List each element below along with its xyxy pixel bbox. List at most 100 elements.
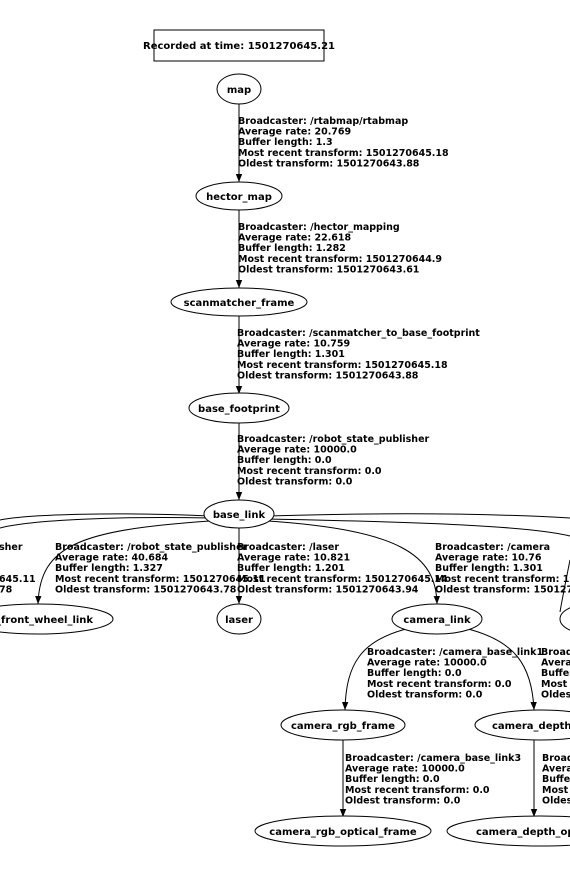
edge-label-line: Oldest transform: 1501270643.88: [238, 158, 420, 169]
node-camera-rgb-frame: camera_rgb_frame: [280, 709, 406, 741]
edge-label-line: Most recent transform: 1501270644.9: [238, 254, 442, 265]
edge-baselink-offscreen-left-1: [0, 513, 211, 521]
edge-label-line: Average rate: 20.769: [238, 127, 351, 138]
svg-text:laser: laser: [225, 615, 253, 626]
edge-label-line: Oldest: [541, 689, 570, 700]
node-hector-map: hector_map: [195, 181, 283, 211]
edge-label-line: Broadcaster: /camera_base_link1: [367, 647, 543, 658]
svg-text:camera_rgb_frame: camera_rgb_frame: [291, 721, 395, 732]
node-base-footprint: base_footprint: [188, 392, 290, 424]
edges: [0, 104, 570, 817]
edge-label-line: Oldest transform: 1501270643.61: [238, 264, 419, 275]
edge-baselink-camera: [267, 520, 441, 605]
edge-label-line: Average rate: 10.759: [237, 339, 350, 350]
edge-label-line: 645.11: [0, 574, 36, 585]
edge-label-line: Buffer length: 0.0: [237, 455, 332, 466]
edge-label-line: Most recent transform: 1501270645.11: [55, 574, 266, 585]
edge-label-line: Broadcaster: /laser: [237, 542, 339, 553]
svg-text:scanmatcher_frame: scanmatcher_frame: [184, 298, 295, 309]
edge-label-line: Buffer: [542, 774, 570, 785]
edge-label-line: Most recent transform: 0.0: [367, 679, 512, 690]
edge-label-line: Oldest transform: 1501270643.94: [237, 584, 419, 595]
edge-label-line: Broadcaster: /rtabmap/rtabmap: [238, 116, 408, 127]
edge-label-line: Most r: [542, 785, 570, 796]
edge-label-line: Most recent transform: 0.0: [345, 785, 490, 796]
edge-label-line: Broadcaster: /hector_mapping: [238, 222, 400, 233]
svg-text:base_link: base_link: [213, 510, 266, 521]
edge-label-line: Average rate: 10000.0: [345, 764, 465, 775]
edge-label-line: Broadc: [541, 647, 570, 658]
svg-text:map: map: [227, 85, 251, 96]
edge-label-line: Oldest: [542, 795, 570, 806]
edge-label-line: Average rate: 10000.0: [237, 445, 357, 456]
edge-label-line: Most r: [541, 679, 570, 690]
svg-text:ft_front_wheel_link: ft_front_wheel_link: [0, 615, 93, 626]
node-camera-depth-frame: camera_depth_fr: [474, 709, 570, 741]
edge-baselink-offscreen-right-2: [267, 518, 570, 537]
node-map: map: [216, 73, 262, 105]
edge-label-line: Broadcaster: /camera_base_link3: [345, 753, 521, 764]
edge-label-line: Average rate: 10000.0: [367, 658, 487, 669]
edge-label-line: Most recent transform: 1501270645.18: [237, 360, 448, 371]
edge-label-line: Broadc: [542, 753, 570, 764]
edge-label-line: Oldest transform: 150127064: [435, 584, 570, 595]
edge-baselink-offscreen-right-1: [267, 513, 570, 519]
node-base-link: base_link: [203, 499, 275, 529]
edge-label-line: Average rate: 40.684: [55, 553, 169, 564]
edge-label-line: Buffer length: 1.301: [237, 349, 345, 360]
edge-label-line: Oldest transform: 1501270643.78: [55, 584, 237, 595]
edge-label-line: Average rate: 10.821: [237, 553, 350, 564]
edge-label-line: Oldest transform: 0.0: [367, 689, 483, 700]
edge-label-line: Average rate: 22.618: [238, 233, 352, 244]
node-left-front-wheel-link: ft_front_wheel_link: [0, 603, 114, 635]
node-camera-depth-optical-frame: camera_depth_optic: [446, 815, 570, 847]
edge-label-line: Buffer length: 0.0: [367, 668, 462, 679]
edge-label-depth-optical: BroadcAveraBufferMost rOldest: [542, 753, 570, 806]
svg-text:camera_depth_fr: camera_depth_fr: [492, 721, 570, 732]
edge-label-line: 78: [0, 584, 13, 595]
edge-label-line: Buffer length: 1.3: [238, 137, 333, 148]
edge-label-line: Avera: [542, 764, 570, 775]
edge-label-line: Buffer length: 1.282: [238, 243, 346, 254]
node-offscreen-right: [559, 607, 570, 631]
node-laser: laser: [216, 603, 262, 635]
edge-baselink-leftwheel: [35, 520, 211, 605]
edge-label-line: Most recent transform: 1501270645.14: [237, 574, 448, 585]
node-scanmatcher-frame: scanmatcher_frame: [170, 287, 308, 317]
edge-label-line: Most recent transform: 1501270645.18: [238, 148, 449, 159]
edge-label-line: Buffer length: 1.327: [55, 563, 163, 574]
node-camera-rgb-optical-frame: camera_rgb_optical_frame: [254, 815, 432, 847]
edge-offscreen-right-3: [559, 559, 570, 613]
node-camera-link: camera_link: [391, 603, 483, 635]
edge-camera-rgb: [341, 627, 411, 711]
edge-baselink-offscreen-left-2: [0, 517, 211, 529]
edge-label-line: Buffer length: 1.201: [237, 563, 345, 574]
edge-label-line: Buffer length: 1.301: [435, 563, 543, 574]
edge-label-scan-footprint: Broadcaster: /scanmatcher_to_base_footpr…: [237, 328, 480, 381]
edge-label-line: Averag: [541, 658, 570, 669]
svg-text:camera_depth_optic: camera_depth_optic: [476, 827, 570, 838]
edge-label-line: Buffer: [541, 668, 570, 679]
edge-label-line: Oldest transform: 0.0: [237, 476, 353, 487]
edge-camera-depth: [463, 627, 537, 711]
recorded-time-box: Recorded at time: 1501270645.21: [143, 29, 335, 62]
svg-text:camera_rgb_optical_frame: camera_rgb_optical_frame: [269, 827, 417, 838]
edge-label-line: Most recent transform: 0.0: [237, 466, 382, 477]
edge-label-line: Broadcaster: /scanmatcher_to_base_footpr…: [237, 328, 480, 339]
edge-label-line: Broadcaster: /camera: [435, 542, 550, 553]
edge-label-line: Broadcaster: /robot_state_publisher: [55, 542, 248, 553]
svg-text:hector_map: hector_map: [206, 192, 272, 203]
svg-text:base_footprint: base_footprint: [198, 404, 280, 415]
edge-label-line: Oldest transform: 0.0: [345, 795, 461, 806]
edge-label-line: Buffer length: 0.0: [345, 774, 440, 785]
